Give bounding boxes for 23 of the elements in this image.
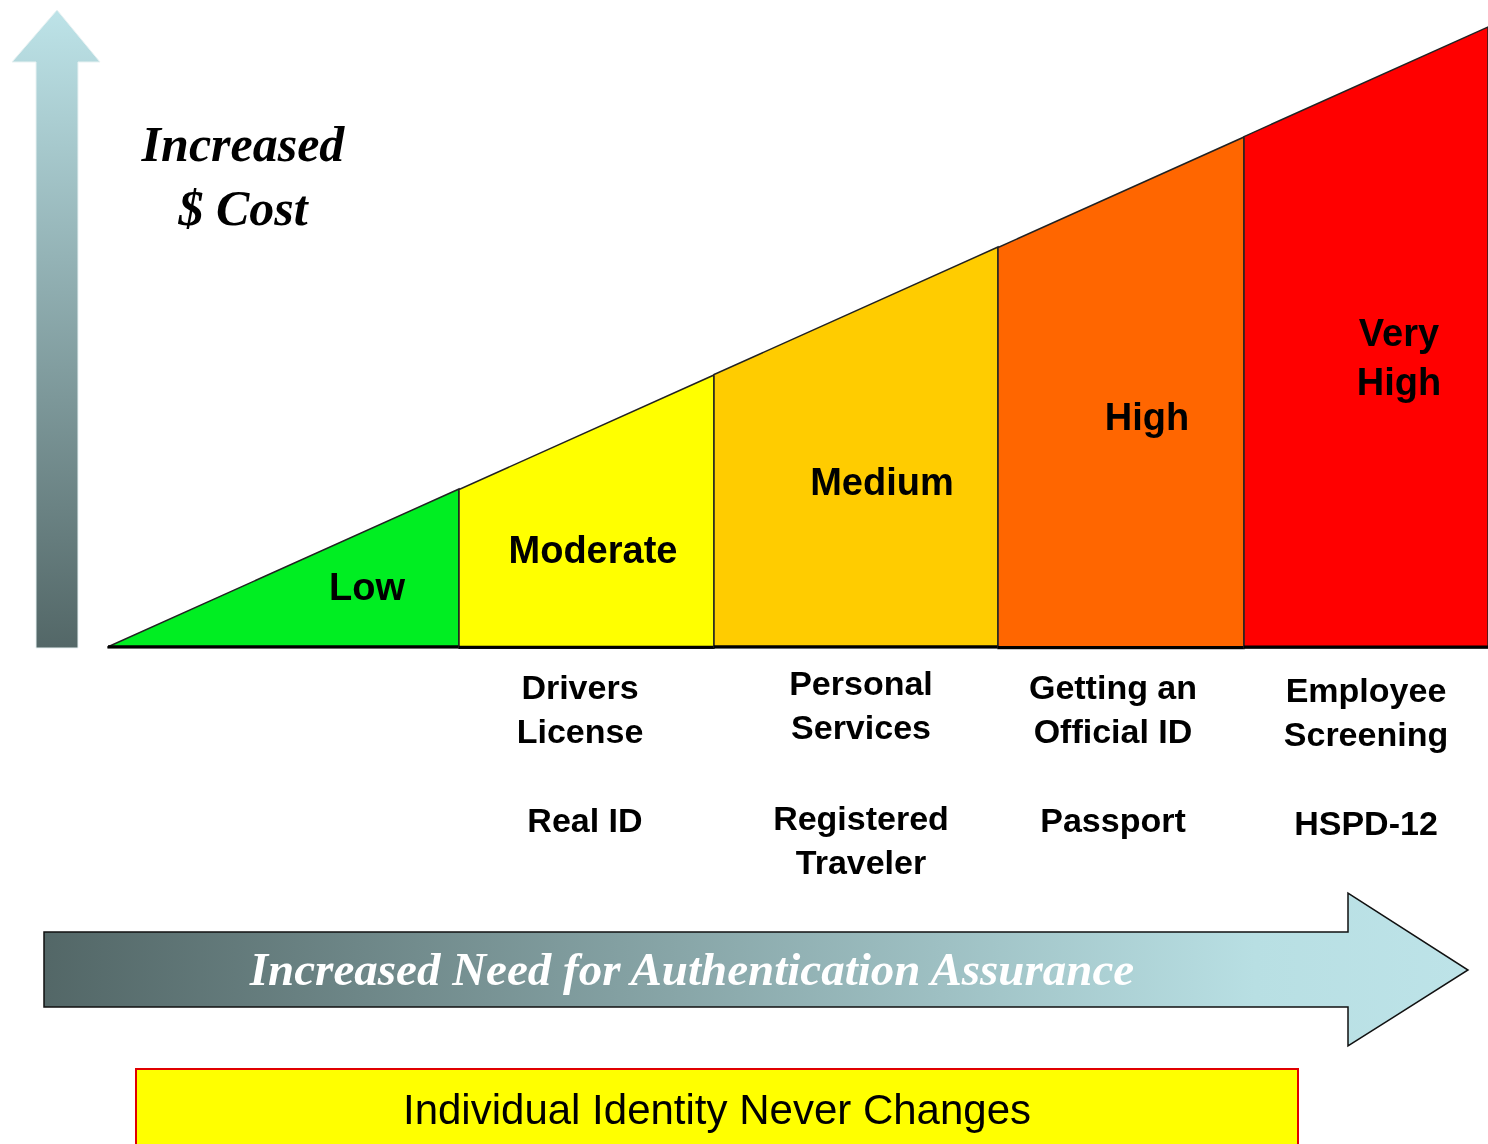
note-text: Individual Identity Never Changes [402, 1085, 1032, 1135]
cost-segment [1244, 27, 1488, 648]
example-label: Passport [1039, 800, 1187, 841]
cost-segment [714, 247, 998, 648]
arrow-shape [44, 893, 1468, 1046]
note-box [135, 1068, 1299, 1144]
cost-segment [998, 136, 1244, 648]
example-label: HSPD-12 [1293, 803, 1439, 844]
cost-segment [459, 374, 714, 648]
example-label: Drivers License [515, 667, 645, 752]
axis-label: Increased $ Cost [140, 115, 346, 238]
example-label: Real ID [526, 800, 644, 841]
cost-segment [108, 489, 459, 648]
example-label: Employee Screening [1282, 670, 1450, 755]
example-label: Getting an Official ID [1027, 667, 1199, 752]
example-label: Personal Services [788, 663, 934, 748]
example-label: Registered Traveler [772, 798, 950, 883]
level-label: Low [329, 565, 405, 611]
level-label: Medium [810, 460, 954, 506]
level-label: Very High [1355, 310, 1443, 405]
level-label: Moderate [508, 528, 678, 574]
level-label: High [1104, 395, 1190, 441]
arrow-text: Increased Need for Authentication Assurance [248, 942, 1136, 997]
